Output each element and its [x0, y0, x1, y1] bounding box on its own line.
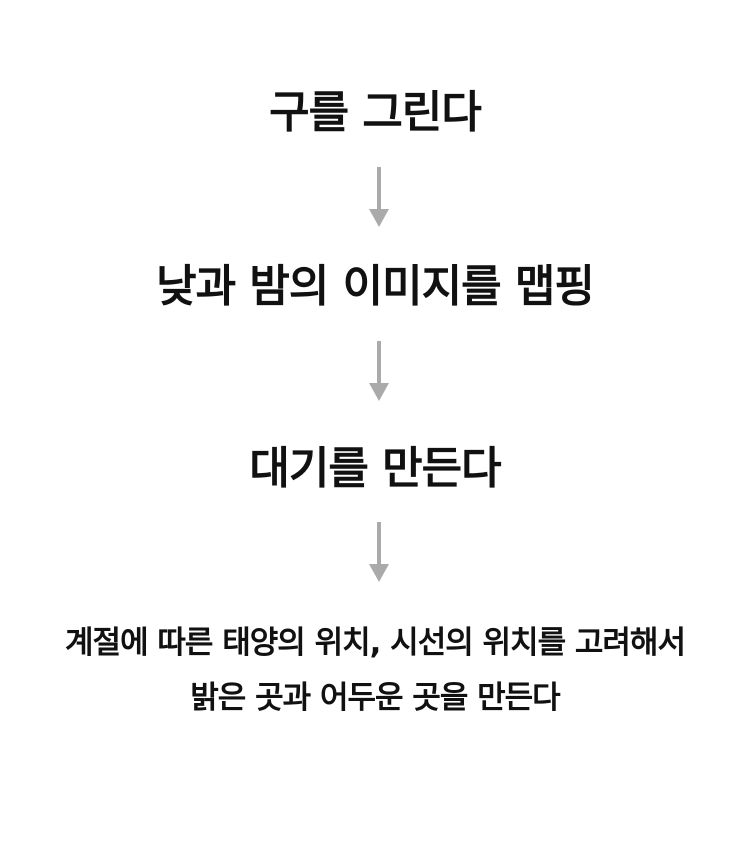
flow-arrow-down-icon: [369, 167, 389, 227]
step-create-atmosphere: 대기를 만든다: [249, 443, 501, 494]
step4-line2: 밝은 곳과 어두운 곳을 만든다: [190, 680, 560, 716]
step-map-day-night: 낮과 밤의 이미지를 맵핑: [156, 261, 595, 312]
step-draw-sphere: 구를 그린다: [269, 87, 482, 138]
step-light-and-shadow: 계절에 따른 태양의 위치, 시선의 위치를 고려해서 밝은 곳과 어두운 곳을…: [0, 616, 750, 726]
flow-arrow-down-icon: [369, 341, 389, 401]
flow-arrow-down-icon: [369, 522, 389, 582]
step4-line1: 계절에 따른 태양의 위치, 시선의 위치를 고려해서: [65, 625, 686, 661]
